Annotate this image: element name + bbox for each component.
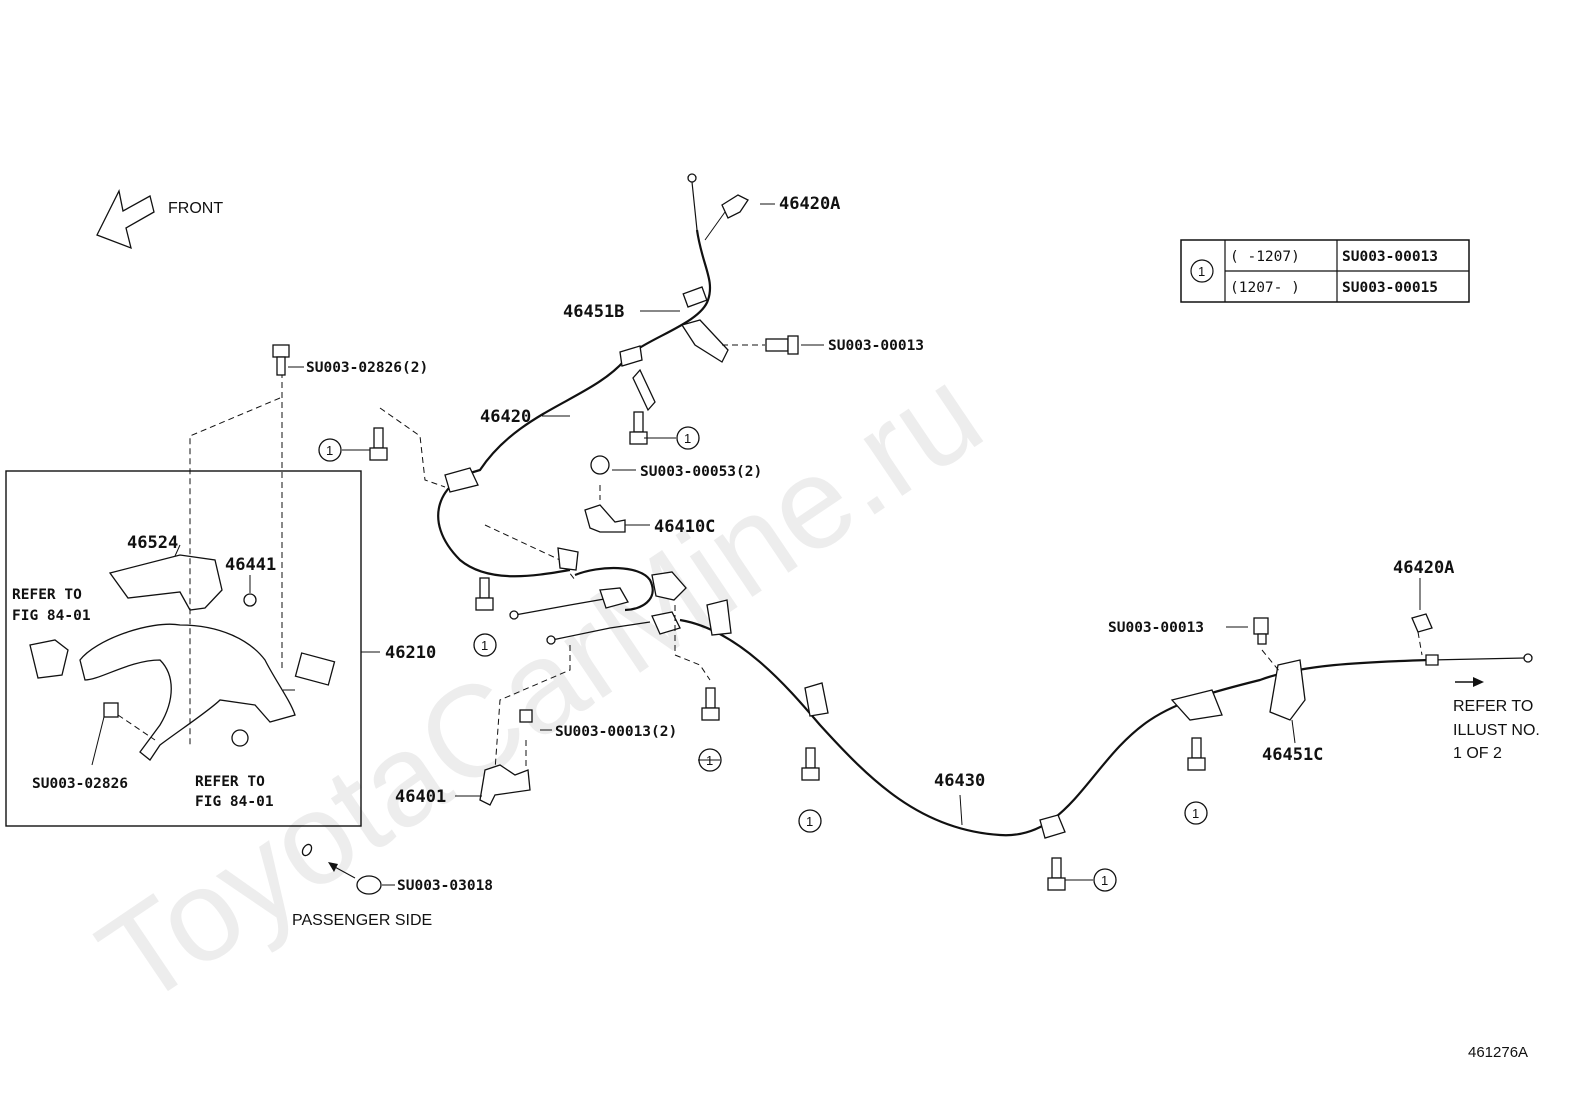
lever-assembly-box <box>5 470 362 827</box>
label-su003-02826: SU003-02826 <box>32 776 128 792</box>
label-refer-fig-b-2: FIG 84-01 <box>195 794 274 810</box>
svg-text:1: 1 <box>1101 873 1108 888</box>
bolt-icon <box>103 702 119 718</box>
bracket-46401 <box>479 645 571 806</box>
label-refer-fig-a-1: REFER TO <box>12 587 82 603</box>
legend-part-1: SU003-00013 <box>1342 249 1438 265</box>
svg-text:1: 1 <box>481 638 488 653</box>
label-su003-00013-2: SU003-00013(2) <box>555 724 677 740</box>
bracket-46420A-top <box>704 194 749 241</box>
label-46451B: 46451B <box>563 302 624 322</box>
legend-table: 1 ( -1207) SU003-00013 (1207- ) SU003-00… <box>1180 239 1470 303</box>
legend-symbol: 1 <box>1198 264 1205 279</box>
diagram-id: 461276A <box>1468 1044 1528 1061</box>
label-refer-illust-2: ILLUST NO. <box>1453 722 1540 739</box>
plug-su003-03018 <box>301 843 382 895</box>
legend-range-2: (1207- ) <box>1230 280 1300 296</box>
label-su003-00013-right: SU003-00013 <box>1108 620 1204 636</box>
label-su003-00053-2: SU003-00053(2) <box>640 464 762 480</box>
nut-icon <box>590 455 610 475</box>
label-46420A-top: 46420A <box>779 194 840 214</box>
label-46410C: 46410C <box>654 517 715 537</box>
label-46420: 46420 <box>480 407 531 427</box>
legend-callout-icon <box>1190 259 1214 283</box>
label-46210: 46210 <box>385 643 436 663</box>
cable-46420 <box>437 173 712 578</box>
label-refer-fig-a-2: FIG 84-01 <box>12 608 91 624</box>
svg-text:1: 1 <box>1192 806 1199 821</box>
front-label: FRONT <box>168 200 223 217</box>
bolt-icon <box>765 338 789 352</box>
nut-icon <box>243 593 257 607</box>
label-46401: 46401 <box>395 787 446 807</box>
lever-assembly-46210 <box>29 554 336 761</box>
svg-text:1: 1 <box>684 431 691 446</box>
legend-part-2: SU003-00015 <box>1342 280 1438 296</box>
label-46524: 46524 <box>127 533 178 553</box>
label-su003-00013-top: SU003-00013 <box>828 338 924 354</box>
label-46441: 46441 <box>225 555 276 575</box>
label-su003-02826-2: SU003-02826(2) <box>306 360 428 376</box>
label-refer-illust-1: REFER TO <box>1453 698 1533 715</box>
svg-text:1: 1 <box>326 443 333 458</box>
label-46420A-right: 46420A <box>1393 558 1454 578</box>
label-46430: 46430 <box>934 771 985 791</box>
label-su003-03018: SU003-03018 <box>397 878 493 894</box>
bolt-callouts <box>369 411 1423 891</box>
label-passenger-side: PASSENGER SIDE <box>292 912 432 929</box>
bracket-46451B <box>680 319 799 363</box>
label-refer-fig-b-1: REFER TO <box>195 774 265 790</box>
bolt-su003-02826-2 <box>272 344 290 376</box>
svg-text:1: 1 <box>806 814 813 829</box>
callout-circles: 1 1 1 1 1 1 1 <box>318 426 1208 892</box>
clip-icon <box>231 729 249 747</box>
label-46451C: 46451C <box>1262 745 1323 765</box>
equalizer-area <box>484 455 711 681</box>
label-refer-illust-3: 1 OF 2 <box>1453 745 1502 762</box>
cable-46430 <box>679 599 1533 839</box>
legend-range-1: ( -1207) <box>1230 249 1300 265</box>
front-arrow-icon <box>96 189 155 250</box>
right-arrow-icon <box>1473 677 1484 687</box>
